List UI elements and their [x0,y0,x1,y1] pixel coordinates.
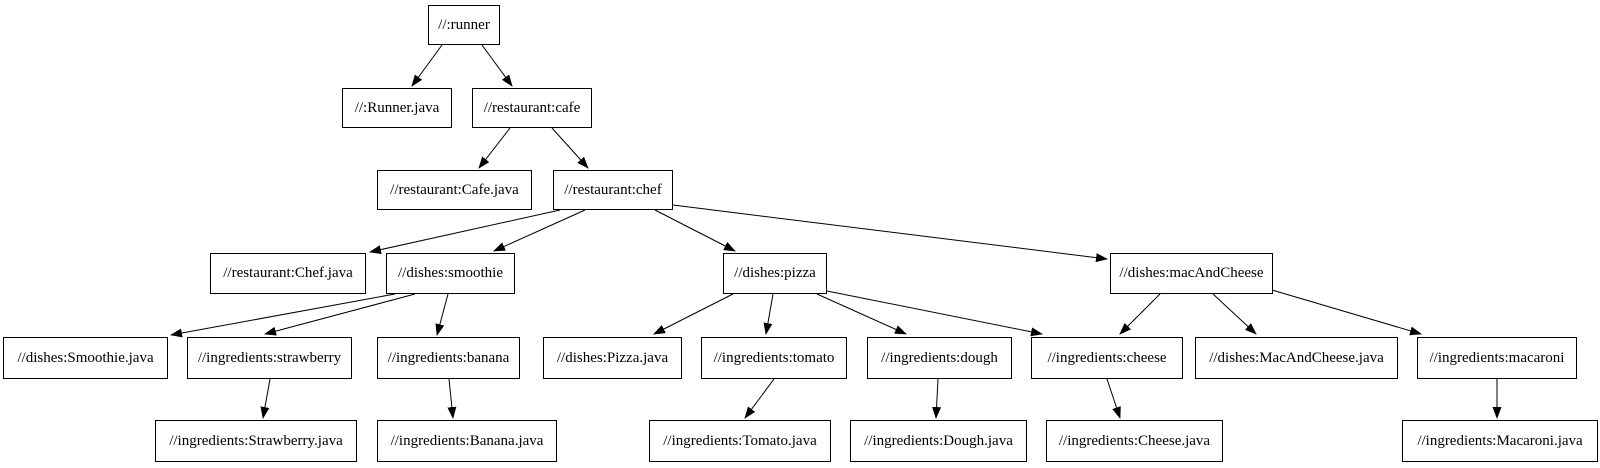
node-macaroni: //ingredients:macaroni [1417,337,1577,379]
edge-tomato-to-tomato-java [744,378,775,419]
node-runner-java: //:Runner.java [342,88,452,128]
edge-cafe-to-cafe-java [478,127,511,169]
node-label-runner: //:runner [438,16,490,33]
edge-chef-to-pizza [654,209,736,252]
node-cafe: //restaurant:cafe [472,88,592,128]
node-cheese-java: //ingredients:Cheese.java [1046,420,1223,462]
node-mac-and-cheese: //dishes:macAndCheese [1110,253,1273,294]
node-label-pizza: //dishes:pizza [734,265,816,281]
node-chef: //restaurant:chef [553,170,673,210]
node-pizza: //dishes:pizza [723,253,827,294]
node-label-runner-java: //:Runner.java [354,99,440,116]
node-label-strawberry-java: //ingredients:Strawberry.java [169,432,343,449]
edge-pizza-to-tomato [763,293,774,335]
node-chef-java: //restaurant:Chef.java [210,253,366,294]
node-dough-java: //ingredients:Dough.java [850,420,1027,462]
edge-mac-and-cheese-to-mac-and-cheese-java [1212,293,1257,335]
edge-pizza-to-pizza-java [653,293,734,335]
node-label-dough: //ingredients:dough [881,349,998,366]
node-strawberry: //ingredients:strawberry [187,337,352,379]
edge-pizza-to-cheese [826,290,1043,337]
node-mac-and-cheese-java: //dishes:MacAndCheese.java [1195,337,1398,379]
node-macaroni-java: //ingredients:Macaroni.java [1402,420,1598,462]
edge-chef-to-smoothie [493,209,586,252]
node-runner: //:runner [428,5,500,45]
node-cafe-java: //restaurant:Cafe.java [377,170,532,210]
node-label-smoothie-java: //dishes:Smoothie.java [17,349,154,366]
node-label-macaroni: //ingredients:macaroni [1429,349,1565,366]
edge-cafe-to-chef [551,127,589,169]
edge-runner-to-cafe [481,44,513,87]
edge-mac-and-cheese-to-macaroni [1271,289,1422,336]
node-cheese: //ingredients:cheese [1031,337,1183,379]
node-strawberry-java: //ingredients:Strawberry.java [155,420,357,462]
node-label-cafe: //restaurant:cafe [483,99,581,116]
node-banana: //ingredients:banana [377,337,520,379]
edge-pizza-to-dough [816,293,907,335]
edge-dough-to-dough-java [932,378,942,419]
node-pizza-java: //dishes:Pizza.java [543,337,682,379]
edge-smoothie-to-banana [435,293,449,336]
node-label-banana-java: //ingredients:Banana.java [390,432,544,449]
edge-cheese-to-cheese-java [1106,378,1121,419]
node-label-smoothie: //dishes:smoothie [398,265,503,281]
edge-banana-to-banana-java [447,378,457,419]
edge-mac-and-cheese-to-cheese [1119,293,1161,335]
node-smoothie: //dishes:smoothie [386,253,515,294]
edge-strawberry-to-strawberry-java [260,378,271,419]
node-label-cafe-java: //restaurant:Cafe.java [390,181,519,198]
node-label-tomato: //ingredients:tomato [713,349,835,366]
node-label-banana: //ingredients:banana [387,349,510,366]
node-label-dough-java: //ingredients:Dough.java [864,432,1013,449]
edge-smoothie-to-smoothie-java [170,293,396,338]
node-label-cheese-java: //ingredients:Cheese.java [1058,432,1211,449]
node-dough: //ingredients:dough [867,337,1012,379]
edge-runner-to-runner-java [411,44,443,87]
node-smoothie-java: //dishes:Smoothie.java [3,337,168,379]
edge-smoothie-to-strawberry [264,293,416,336]
edge-chef-to-mac-and-cheese [672,204,1108,263]
node-label-pizza-java: //dishes:Pizza.java [556,349,669,366]
edge-chef-to-chef-java [369,209,561,255]
node-banana-java: //ingredients:Banana.java [377,420,557,462]
node-label-chef: //restaurant:chef [564,181,662,198]
node-tomato-java: //ingredients:Tomato.java [649,420,831,462]
node-label-tomato-java: //ingredients:Tomato.java [663,432,817,449]
node-label-strawberry: //ingredients:strawberry [197,349,342,366]
node-label-cheese: //ingredients:cheese [1047,349,1167,366]
node-tomato: //ingredients:tomato [701,337,847,379]
node-label-mac-and-cheese: //dishes:macAndCheese [1119,265,1264,281]
node-label-mac-and-cheese-java: //dishes:MacAndCheese.java [1209,349,1384,366]
node-label-chef-java: //restaurant:Chef.java [223,265,353,281]
node-label-macaroni-java: //ingredients:Macaroni.java [1417,432,1583,449]
